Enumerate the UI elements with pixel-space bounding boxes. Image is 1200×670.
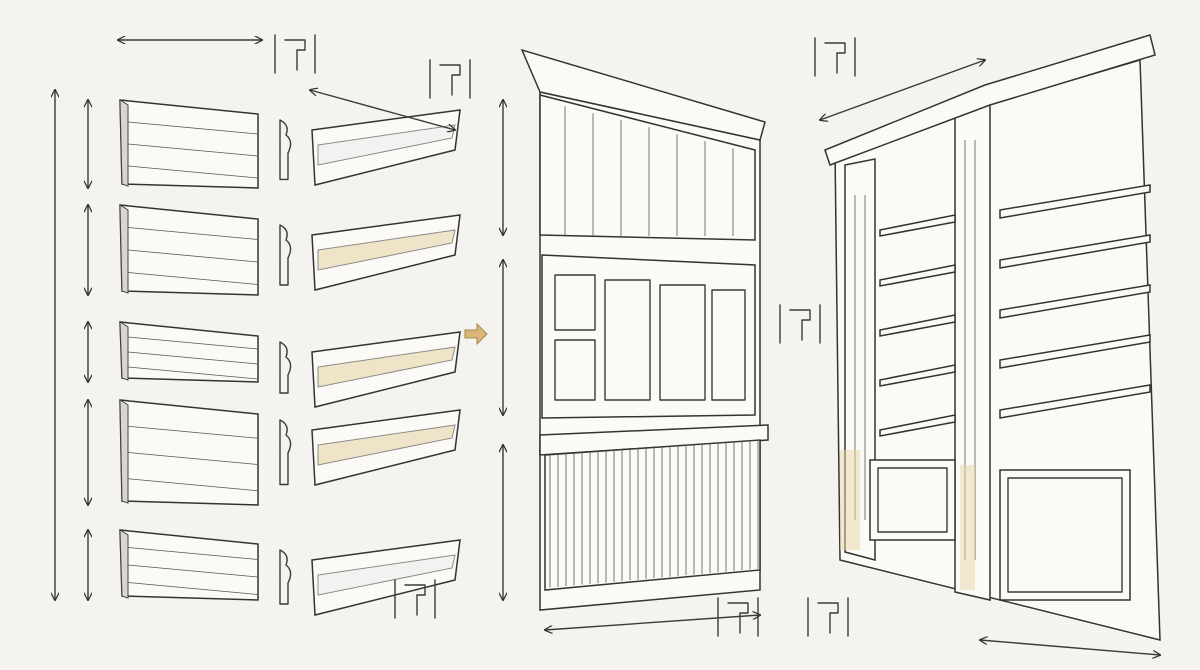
molding-profiles [119, 99, 488, 616]
molding-groove [127, 452, 259, 465]
shelf [879, 414, 956, 437]
profile-detail [394, 579, 436, 619]
molding-end-shade [119, 529, 129, 599]
molding-straight [119, 399, 259, 506]
dimension-line [545, 615, 760, 630]
glass-pane [554, 274, 596, 331]
door-panel [1007, 477, 1123, 593]
molding-groove [127, 366, 259, 380]
shelf [999, 284, 1151, 319]
wood-tint [840, 450, 860, 550]
molding-end-shade [119, 321, 129, 381]
glass-pane [604, 279, 651, 401]
door-panel [877, 467, 948, 533]
shelf [999, 384, 1151, 419]
molding-groove [127, 564, 259, 578]
profile-detail [779, 304, 821, 344]
molding-groove [127, 165, 259, 179]
profile-section [279, 119, 292, 181]
shelf [879, 214, 956, 237]
molding-groove [127, 272, 259, 285]
molding-groove [127, 227, 259, 240]
shelf [999, 234, 1151, 269]
dimension-line [820, 60, 985, 120]
molding-groove [127, 249, 259, 263]
glass-pane [659, 284, 706, 401]
built-in-bookcase [824, 34, 1161, 641]
molding-groove [127, 143, 259, 157]
molding-face [317, 346, 456, 388]
wainscot [544, 439, 761, 591]
wood-tint [960, 465, 975, 590]
molding-straight [119, 204, 259, 296]
molding-groove [127, 121, 259, 135]
cabinet-door [999, 469, 1131, 601]
profile-detail [717, 597, 759, 637]
shelf [999, 334, 1151, 369]
molding-straight [119, 529, 259, 601]
wall-panel-elevation [520, 48, 769, 611]
molding-groove [127, 582, 259, 595]
shelf [879, 314, 956, 337]
molding-end-shade [119, 399, 129, 504]
profile-detail [429, 59, 471, 99]
molding-groove [127, 478, 259, 492]
molding-straight [119, 99, 259, 189]
shelf [999, 184, 1151, 219]
profile-section [279, 224, 292, 286]
molding-face [317, 424, 456, 466]
chair-rail [539, 424, 769, 456]
dimension-lines [55, 34, 1160, 655]
molding-face [317, 229, 456, 271]
shelf [879, 364, 956, 387]
molding-groove [127, 425, 259, 439]
upper-panel [539, 94, 756, 241]
glass-pane [554, 339, 596, 401]
molding-groove [127, 547, 259, 560]
profile-section [279, 549, 292, 605]
molding-groove [127, 351, 259, 365]
cabinet-door [869, 459, 956, 541]
profile-detail [807, 597, 849, 637]
crown-molding [520, 48, 766, 141]
shelf [879, 264, 956, 287]
profile-detail [274, 34, 316, 74]
molding-face [317, 554, 456, 596]
dimension-line [310, 90, 455, 130]
profile-section [279, 419, 292, 486]
dimension-line [980, 640, 1160, 655]
molding-end-shade [119, 99, 129, 187]
molding-groove [127, 336, 259, 350]
profile-section [279, 341, 292, 394]
glass-pane [711, 289, 746, 401]
arrow-icon [464, 322, 488, 346]
molding-end-shade [119, 204, 129, 294]
profile-detail [814, 37, 856, 77]
